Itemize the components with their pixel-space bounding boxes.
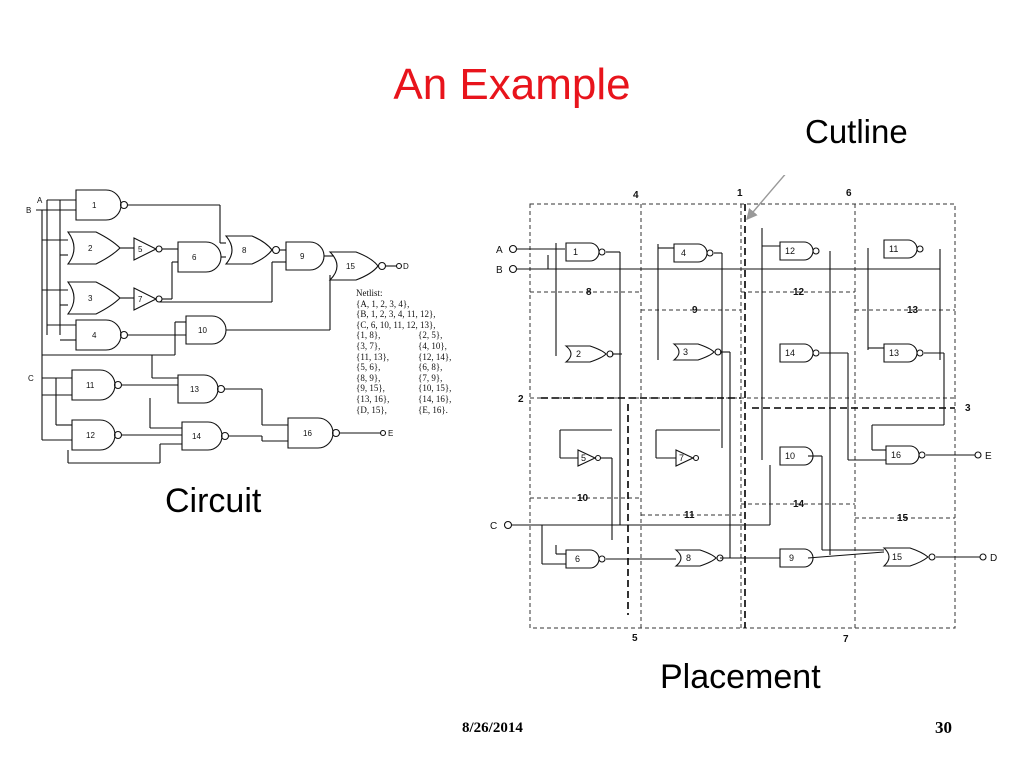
netlist-cell: {1, 8}, [356, 330, 381, 341]
netlist-cell: {13, 16}, [356, 393, 390, 404]
netlist-row: {8, 9}, {7, 9}, [356, 373, 451, 384]
netlist-row: {3, 7}, {4, 10}, [356, 341, 451, 352]
netlist-row: {C, 6, 10, 11, 12, 13}, [356, 319, 436, 330]
placement-gate-label: 3 [683, 347, 688, 357]
netlist-cell: {12, 14}, [418, 351, 452, 362]
netlist-cell: {D, 15}, [356, 404, 387, 415]
cutline-number: 8 [586, 287, 592, 298]
circuit-input-a: A [37, 196, 43, 205]
circuit-gate-label: 13 [190, 385, 199, 394]
circuit-gate-label: 1 [92, 201, 97, 210]
placement-gate-label: 6 [575, 554, 580, 564]
circuit-gate-label: 7 [138, 295, 143, 304]
netlist-cell: {8, 9}, [356, 372, 381, 383]
netlist-row: {A, 1, 2, 3, 4}, [356, 298, 410, 309]
netlist: Netlist: {A, 1, 2, 3, 4}, {B, 1, 2, 3, 4… [356, 288, 451, 415]
netlist-row: {1, 8}, {2, 5}, [356, 330, 451, 341]
cutline-number: 15 [897, 513, 909, 524]
netlist-heading: Netlist: [356, 288, 383, 298]
netlist-cell: {10, 15}, [418, 383, 452, 394]
netlist-cell: {4, 10}, [418, 340, 447, 351]
netlist-cell: {9, 15}, [356, 383, 385, 394]
netlist-cell: {7, 9}, [418, 372, 443, 383]
cutline-number: 14 [793, 499, 805, 510]
placement-input-b: B [496, 265, 503, 276]
placement-output-e: E [985, 451, 992, 462]
netlist-cell: {14, 16}, [418, 393, 452, 404]
netlist-row: {11, 13}, {12, 14}, [356, 352, 451, 363]
placement-label: Placement [660, 658, 821, 696]
circuit-gate-label: 10 [198, 326, 207, 335]
circuit-gate-label: 6 [192, 253, 197, 262]
placement-gate-label: 15 [892, 552, 902, 562]
slide-title: An Example [393, 60, 631, 109]
circuit-gate-label: 5 [138, 245, 143, 254]
placement-gate-label: 11 [889, 244, 898, 254]
circuit-gate-label: 9 [300, 252, 305, 261]
cutline-label: Cutline [805, 113, 908, 150]
circuit-gate-label: 8 [242, 246, 247, 255]
circuit-gate-label: 15 [346, 262, 355, 271]
circuit-output-d: D [403, 262, 409, 271]
placement-gate-label: 12 [785, 246, 795, 256]
placement-output-d: D [990, 553, 997, 564]
placement-input-a: A [496, 245, 503, 256]
netlist-cell: {6, 8}, [418, 362, 443, 373]
placement-gate-label: 16 [891, 450, 901, 460]
placement-gate-label: 13 [889, 348, 899, 358]
placement-gate-label: 8 [686, 553, 691, 563]
circuit-gate-label: 11 [86, 381, 95, 390]
circuit-gate-label: 14 [192, 432, 201, 441]
cutline-number: 13 [907, 305, 919, 316]
slide-page-number: 30 [935, 718, 952, 737]
netlist-row: {13, 16}, {14, 16}, [356, 394, 451, 405]
circuit-gate-label: 2 [88, 244, 93, 253]
cutline-number: 6 [846, 188, 852, 199]
cutline-number: 1 [737, 188, 743, 199]
placement-gate-label: 5 [581, 453, 586, 463]
placement-gate-label: 2 [576, 349, 581, 359]
netlist-cell: {2, 5}, [418, 330, 443, 341]
placement-input-c: C [490, 521, 497, 532]
placement-diagram: A B C E D 1 2 3 4 5 6 7 8 9 10 11 12 13 … [490, 175, 997, 645]
cutline-number: 9 [692, 305, 698, 316]
circuit-gate-label: 4 [92, 331, 97, 340]
netlist-cell: {11, 13}, [356, 351, 390, 362]
cutline-number: 2 [518, 394, 524, 405]
cutline-number: 11 [684, 510, 695, 521]
netlist-cell: {5, 6}, [356, 362, 381, 373]
placement-gate-label: 14 [785, 348, 795, 358]
netlist-row: {D, 15}, {E, 16}. [356, 405, 451, 416]
netlist-row: {9, 15}, {10, 15}, [356, 383, 451, 394]
slide-date: 8/26/2014 [462, 720, 523, 736]
cutline-number: 5 [632, 633, 638, 644]
circuit-output-e: E [388, 429, 393, 438]
cutline-number: 7 [843, 634, 849, 645]
placement-gate-label: 1 [573, 247, 578, 257]
placement-gate-label: 4 [681, 248, 686, 258]
cutline-number: 12 [793, 287, 805, 298]
circuit-gate-label: 3 [88, 294, 93, 303]
netlist-row: {5, 6}, {6, 8}, [356, 362, 451, 373]
circuit-label: Circuit [165, 482, 262, 520]
cutline-number: 3 [965, 403, 971, 414]
cutline-number: 10 [577, 493, 589, 504]
netlist-cell: {3, 7}, [356, 340, 381, 351]
placement-gate-label: 10 [785, 451, 795, 461]
circuit-gate-label: 16 [303, 429, 312, 438]
circuit-gate-label: 12 [86, 431, 95, 440]
circuit-input-b: B [26, 206, 31, 215]
netlist-row: {B, 1, 2, 3, 4, 11, 12}, [356, 309, 436, 320]
placement-gate-label: 9 [789, 553, 794, 563]
circuit-diagram: A B C D E 1 2 3 4 5 6 7 8 9 10 11 12 13 … [26, 189, 409, 464]
placement-gate-label: 7 [679, 453, 684, 463]
circuit-input-c: C [28, 374, 34, 383]
cutline-number: 4 [633, 190, 639, 201]
netlist-cell: {E, 16}. [418, 404, 448, 415]
